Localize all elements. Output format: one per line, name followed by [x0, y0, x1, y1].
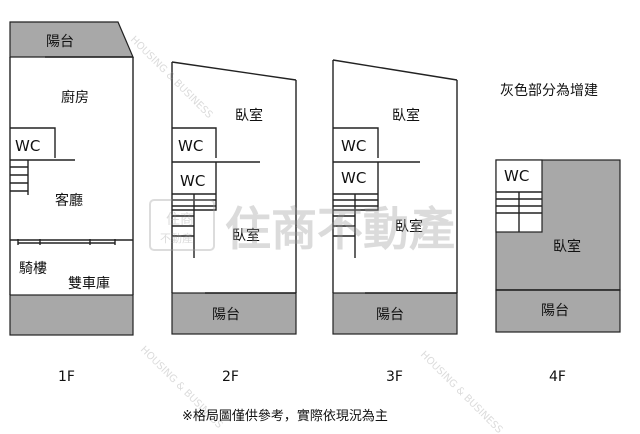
2f-balcony-label: 陽台 [212, 307, 240, 323]
floor-1f: 陽台 廚房 WC 客廳 騎樓 雙車庫 1F [9, 21, 134, 385]
watermark-english-2: HOUSING & BUSINESS [418, 349, 505, 434]
1f-garage-strip [9, 294, 134, 336]
4f-balcony-label: 陽台 [541, 303, 569, 319]
2f-stair-wc-wall [172, 162, 217, 211]
1f-garage-label: 雙車庫 [68, 275, 110, 292]
2f-wall-top [171, 61, 297, 81]
gray-area-note: 灰色部分為增建 [500, 82, 598, 99]
4f-bedroom-label: 臥室 [553, 238, 581, 255]
floor-2f: 臥室 WC WC 臥室 陽台 2F [171, 61, 297, 385]
2f-wc-stairs-label: WC [180, 172, 205, 190]
3f-bedroom-top-label: 臥室 [392, 107, 420, 124]
3f-wc-top-wall [333, 127, 379, 158]
2f-bedroom-bottom-label: 臥室 [232, 227, 260, 244]
2f-balcony-area [171, 292, 297, 335]
3f-floor-label: 3F [386, 369, 403, 385]
3f-wall-top [332, 59, 458, 81]
1f-wc-wall [10, 127, 56, 158]
2f-wc-top-label: WC [178, 137, 203, 155]
2f-wc-top-wall [172, 127, 217, 158]
1f-wc-label: WC [15, 137, 40, 155]
watermark-logo-top: 住商 [166, 212, 194, 228]
3f-bedroom-bottom-label: 臥室 [395, 218, 423, 235]
watermark-english-3: HOUSING & BUSINESS [128, 34, 215, 121]
3f-stair-wc-wall [333, 162, 379, 211]
1f-sliding-door [10, 239, 133, 245]
4f-stairs [496, 191, 542, 232]
1f-living-label: 客廳 [55, 192, 83, 209]
1f-floor-label: 1F [58, 369, 75, 385]
1f-balcony-label: 陽台 [46, 34, 74, 50]
2f-stairs [172, 193, 216, 258]
3f-wc-top-label: WC [341, 137, 366, 155]
floor-4f: 灰色部分為增建 WC 臥室 陽台 4F [495, 82, 621, 385]
1f-arcade-label: 騎樓 [19, 261, 47, 277]
watermark-logo-box [149, 199, 215, 251]
2f-floor-label: 2F [222, 369, 239, 385]
1f-kitchen-label: 廚房 [61, 89, 89, 106]
3f-balcony-label: 陽台 [376, 307, 404, 323]
watermark: 住商 不動產 住商不動產 HOUSING & BUSINESS HOUSING … [128, 34, 505, 434]
4f-wc-label: WC [504, 167, 529, 185]
2f-bedroom-top-label: 臥室 [235, 107, 263, 124]
watermark-brand: 住商不動產 [225, 202, 455, 256]
4f-floor-label: 4F [549, 369, 566, 385]
3f-stairs [333, 193, 378, 258]
floor-3f: 臥室 WC WC 臥室 陽台 3F [332, 59, 458, 385]
3f-wc-stairs-label: WC [341, 169, 366, 187]
1f-stairs [10, 160, 29, 195]
watermark-logo-bottom: 不動產 [160, 231, 193, 245]
footnote: ※格局圖僅供參考，實際依現況為主 [182, 408, 388, 424]
3f-balcony-area [332, 292, 458, 335]
